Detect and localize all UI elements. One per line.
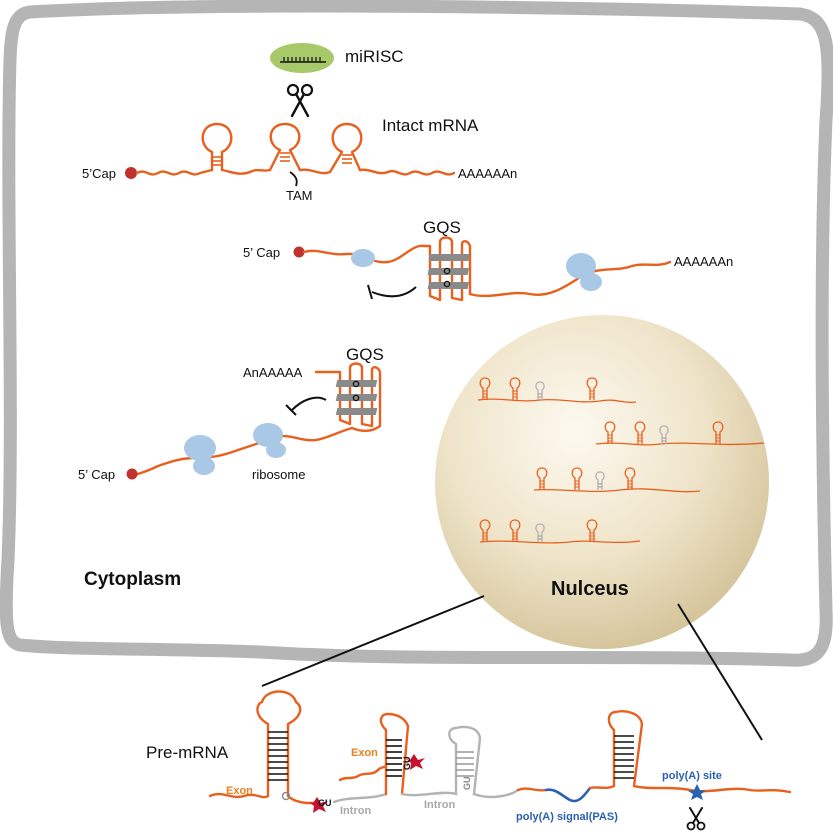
gu-label-3: GU xyxy=(462,777,472,791)
gu-label-2: GU xyxy=(402,757,412,771)
cap-label-2: 5’ Cap xyxy=(243,245,280,260)
inhibition-bar xyxy=(285,404,297,416)
scissors-icon xyxy=(686,807,706,831)
ribosome-icon xyxy=(253,423,286,458)
inhibition-bar xyxy=(367,284,373,300)
ribosome-icon xyxy=(351,249,375,267)
polya-label-2: AAAAAAn xyxy=(674,254,733,269)
intact-mrna-label: Intact mRNA xyxy=(382,116,479,135)
gqs-label-1: GQS xyxy=(423,218,461,237)
ribosome-icon xyxy=(184,435,216,475)
cell-membrane xyxy=(0,0,833,667)
cap-label-1: 5’Cap xyxy=(82,166,116,181)
cap-icon xyxy=(126,468,138,480)
polya-site-star xyxy=(688,784,706,800)
nucleus-label: Nulceus xyxy=(551,578,629,600)
zoom-line-right xyxy=(677,603,763,741)
mirisc-label: miRISC xyxy=(345,47,404,66)
gqs-label-2: GQS xyxy=(346,345,384,364)
splice-site-star xyxy=(406,754,425,770)
intron-label-2: Intron xyxy=(424,799,455,811)
ribosome-label: ribosome xyxy=(252,467,305,482)
cap-icon xyxy=(293,246,305,258)
splice-site-star xyxy=(309,797,328,813)
exon-label-2: Exon xyxy=(351,747,378,759)
cytoplasm-label: Cytoplasm xyxy=(84,569,181,590)
pre-mrna-label: Pre-mRNA xyxy=(146,743,229,762)
pre-mrna-strand xyxy=(208,690,792,805)
mrna-strand-3 xyxy=(136,426,354,476)
intron-label-1: Intron xyxy=(340,805,371,817)
scissors-icon xyxy=(286,83,314,118)
zoom-line-left xyxy=(261,595,485,687)
exon-label-1: Exon xyxy=(226,785,253,797)
polya-label-1: AAAAAAn xyxy=(458,166,517,181)
hairpin-2 xyxy=(268,122,302,172)
polya-label-3: AnAAAAA xyxy=(243,365,303,380)
nuclear-transcripts xyxy=(477,377,765,544)
gu-label-1: GU xyxy=(318,798,332,808)
tam-label: TAM xyxy=(286,188,312,203)
pas-label: poly(A) signal(PAS) xyxy=(516,811,618,823)
hairpin-1 xyxy=(201,122,233,172)
mrna-strand-1 xyxy=(135,168,456,176)
mirisc-complex xyxy=(270,43,334,73)
g-quadruplex-2 xyxy=(314,362,382,432)
polya-site-label: poly(A) site xyxy=(662,770,722,782)
tam-site xyxy=(289,171,298,187)
cap-label-3: 5’ Cap xyxy=(78,467,115,482)
inhibition-arrow-icon xyxy=(371,286,417,298)
ribosome-icon xyxy=(566,253,602,291)
g-quadruplex-1 xyxy=(422,236,472,302)
inhibition-arrow-icon xyxy=(291,396,327,411)
cap-icon xyxy=(125,167,137,179)
hairpin-3 xyxy=(328,122,363,174)
